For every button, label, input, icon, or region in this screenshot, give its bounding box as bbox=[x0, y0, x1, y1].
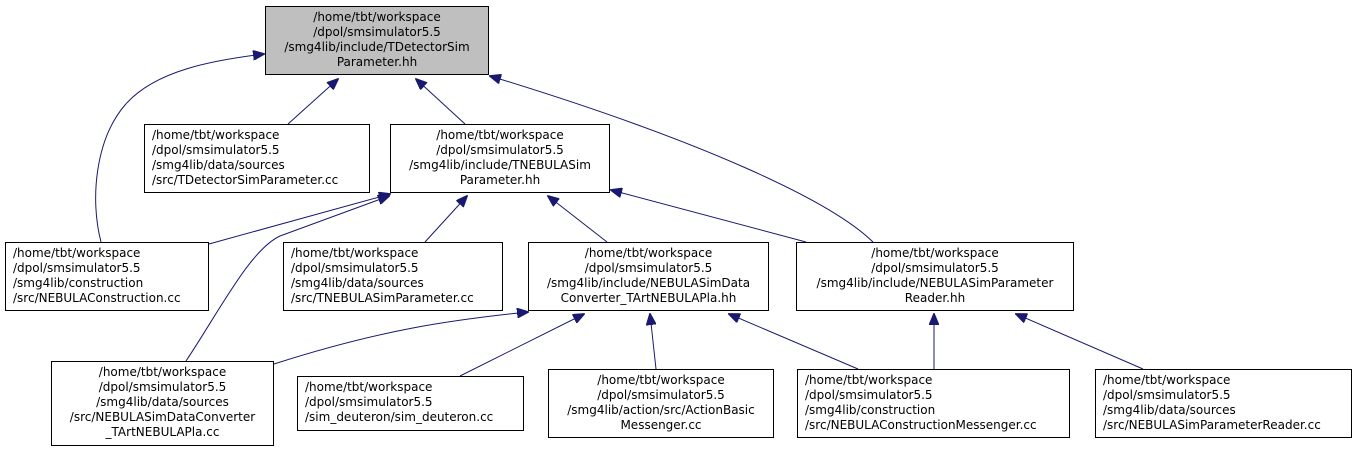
node-line: /dpol/smsimulator5.5 bbox=[13, 261, 141, 275]
edge-nebula-construction-cc-to-tnebula-hh bbox=[208, 194, 390, 245]
node-line: /smg4lib/construction bbox=[13, 276, 144, 290]
node-line: /dpol/smsimulator5.5 bbox=[597, 388, 725, 402]
node-line: Messenger.cc bbox=[620, 418, 702, 432]
node-line: /dpol/smsimulator5.5 bbox=[98, 380, 227, 394]
edge-converter-cc-to-converter-hh bbox=[273, 312, 528, 365]
edge-converter-cc-to-tnebula-hh bbox=[185, 196, 389, 362]
edge-nebula-construction-cc-to-root bbox=[95, 54, 264, 243]
node-line: /dpol/smsimulator5.5 bbox=[291, 261, 419, 275]
node-line: /smg4lib/data/sources bbox=[1103, 403, 1236, 417]
node-line: /dpol/smsimulator5.5 bbox=[313, 25, 441, 39]
node-tdetectorsimparameter-cc[interactable]: /home/tbt/workspace /dpol/smsimulator5.5… bbox=[144, 124, 370, 193]
node-line: /home/tbt/workspace bbox=[291, 246, 419, 260]
node-line: Reader.hh bbox=[904, 291, 966, 305]
node-line: /smg4lib/include/TDetectorSim bbox=[284, 40, 470, 54]
node-line: /src/NEBULAConstruction.cc bbox=[13, 291, 181, 305]
node-line: /src/NEBULASimParameterReader.cc bbox=[1103, 418, 1321, 432]
node-nebulasimdataconverter-hh[interactable]: /home/tbt/workspace /dpol/smsimulator5.5… bbox=[528, 242, 769, 311]
edge-reader-hh-to-root bbox=[490, 76, 874, 243]
node-line: Parameter.hh bbox=[336, 55, 418, 69]
node-line: /home/tbt/workspace bbox=[313, 10, 441, 24]
node-line: /smg4lib/include/NEBULASimData bbox=[546, 276, 751, 290]
node-nebulasimparameterreader-hh[interactable]: /home/tbt/workspace /dpol/smsimulator5.5… bbox=[796, 242, 1074, 311]
node-line: /dpol/smsimulator5.5 bbox=[305, 395, 433, 409]
edge-reader-cc-to-reader-hh bbox=[1016, 314, 1144, 370]
node-line: Converter_TArtNEBULAPla.hh bbox=[560, 291, 737, 305]
node-nebulaconstruction-cc[interactable]: /home/tbt/workspace /dpol/smsimulator5.5… bbox=[5, 242, 209, 311]
edge-tdetector-cc-to-root bbox=[287, 79, 338, 125]
node-line: /home/tbt/workspace bbox=[305, 380, 433, 394]
node-line: /smg4lib/data/sources bbox=[291, 276, 424, 290]
node-nebulasimparameterreader-cc[interactable]: /home/tbt/workspace /dpol/smsimulator5.5… bbox=[1095, 369, 1352, 438]
node-line: /home/tbt/workspace bbox=[597, 373, 725, 387]
node-tnebulasimparameter-hh[interactable]: /home/tbt/workspace /dpol/smsimulator5.5… bbox=[390, 124, 610, 193]
node-line: /smg4lib/data/sources bbox=[96, 395, 229, 409]
node-line: /home/tbt/workspace bbox=[871, 246, 999, 260]
node-line: /src/NEBULAConstructionMessenger.cc bbox=[805, 418, 1037, 432]
node-line: /home/tbt/workspace bbox=[805, 373, 933, 387]
edge-reader-hh-to-tnebula-hh bbox=[611, 190, 807, 243]
node-actionbasicmessenger-cc[interactable]: /home/tbt/workspace /dpol/smsimulator5.5… bbox=[548, 369, 774, 438]
node-line: /home/tbt/workspace bbox=[584, 246, 713, 260]
node-line: /smg4lib/include/NEBULASimParameter bbox=[816, 276, 1054, 290]
node-line: /dpol/smsimulator5.5 bbox=[584, 261, 713, 275]
node-line: /dpol/smsimulator5.5 bbox=[871, 261, 999, 275]
node-nebulaconstructionmessenger-cc[interactable]: /home/tbt/workspace /dpol/smsimulator5.5… bbox=[797, 369, 1070, 438]
edge-tnebula-hh-to-root bbox=[416, 79, 466, 125]
node-line: /dpol/smsimulator5.5 bbox=[1103, 388, 1231, 402]
edge-construction-messenger-cc-to-converter-hh bbox=[729, 314, 859, 370]
node-line: /home/tbt/workspace bbox=[98, 365, 227, 379]
node-tdetectorsimparameter-hh: /home/tbt/workspace /dpol/smsimulator5.5… bbox=[265, 6, 489, 75]
node-line: /dpol/smsimulator5.5 bbox=[805, 388, 933, 402]
node-line: /home/tbt/workspace bbox=[13, 246, 141, 260]
node-nebulasimdataconverter-cc[interactable]: /home/tbt/workspace /dpol/smsimulator5.5… bbox=[51, 361, 274, 446]
node-line: /smg4lib/construction bbox=[805, 403, 936, 417]
node-sim-deuteron-cc[interactable]: /home/tbt/workspace /dpol/smsimulator5.5… bbox=[297, 376, 524, 431]
node-line: /home/tbt/workspace bbox=[1103, 373, 1231, 387]
node-line: /src/NEBULASimDataConverter bbox=[69, 410, 256, 424]
edge-action-basic-messenger-cc-to-converter-hh bbox=[650, 314, 657, 370]
node-line: /smg4lib/action/src/ActionBasic bbox=[567, 403, 755, 417]
node-line: /home/tbt/workspace bbox=[436, 128, 564, 142]
edge-converter-hh-to-tnebula-hh bbox=[548, 196, 608, 243]
node-line: /smg4lib/data/sources bbox=[152, 158, 285, 172]
node-line: /smg4lib/include/TNEBULASim bbox=[409, 158, 591, 172]
node-line: /home/tbt/workspace bbox=[152, 128, 280, 142]
node-line: /dpol/smsimulator5.5 bbox=[152, 143, 280, 157]
node-line: /dpol/smsimulator5.5 bbox=[436, 143, 564, 157]
node-tnebulasimparameter-cc[interactable]: /home/tbt/workspace /dpol/smsimulator5.5… bbox=[283, 242, 503, 311]
node-line: /src/TNEBULASimParameter.cc bbox=[291, 291, 474, 305]
edge-tnebula-cc-to-tnebula-hh bbox=[424, 196, 467, 243]
node-line: /src/TDetectorSimParameter.cc bbox=[152, 173, 339, 187]
node-line: _TArtNEBULAPla.cc bbox=[105, 425, 220, 439]
edge-sim-deuteron-cc-to-converter-hh bbox=[459, 314, 584, 377]
node-line: /sim_deuteron/sim_deuteron.cc bbox=[305, 410, 494, 424]
node-line: Parameter.hh bbox=[459, 173, 541, 187]
